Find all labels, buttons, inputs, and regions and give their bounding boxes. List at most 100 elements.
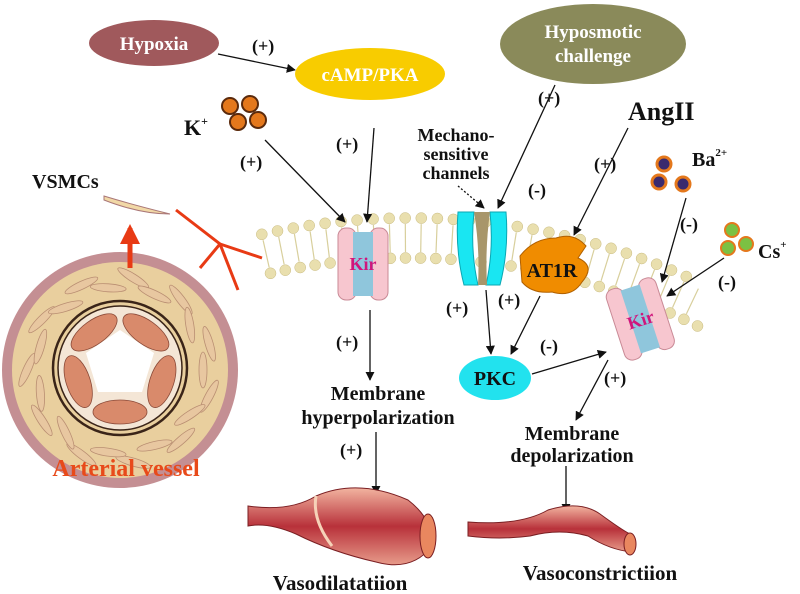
lipid-tail — [685, 288, 699, 315]
vsmc-cell-shape — [103, 195, 171, 215]
sign-pkc-kir: (-) — [540, 336, 558, 357]
kir-channel-right: Kir — [605, 277, 675, 361]
ba-ion — [655, 155, 673, 173]
at1r-receptor: AT1R — [519, 235, 589, 295]
sign-camp-kir: (+) — [336, 134, 358, 155]
lipid-head — [279, 264, 292, 276]
sign-mech-pkc: (+) — [446, 298, 468, 319]
sign-hypoxia-camp: (+) — [252, 36, 274, 57]
pkc-ellipse — [459, 356, 531, 400]
mechano-label-line1: Mechano- — [418, 125, 495, 145]
lipid-head — [605, 242, 617, 255]
ba-ion-cluster: Ba2+ — [650, 147, 727, 193]
smooth-muscle-cell — [166, 427, 196, 453]
cs-ion — [720, 240, 736, 256]
k-ion — [229, 113, 247, 131]
vsmcs-label: VSMCs — [32, 171, 99, 193]
vsmc-connector-branch-2 — [218, 243, 240, 291]
vessel-constricted-end — [623, 532, 637, 556]
smooth-muscle-cell — [174, 404, 206, 426]
endothelial-cell-layer — [63, 313, 177, 425]
lipid-head — [399, 252, 412, 264]
sign-cs-kir: (-) — [718, 272, 736, 293]
hyposmotic-ellipse — [500, 4, 686, 84]
hypoxia-ellipse — [89, 20, 219, 66]
arterial-vessel-label: Arterial vessel — [52, 456, 200, 482]
pathway-arrows — [217, 53, 725, 513]
vessel-constricted-shape — [467, 505, 633, 553]
lipid-head — [678, 313, 690, 326]
lipid-tail — [293, 233, 300, 262]
lipid-tail — [435, 224, 438, 253]
smooth-muscle-cell — [184, 306, 196, 344]
kir-channel-left: Kir — [337, 227, 389, 301]
arrow-hypoxia-camp — [217, 53, 296, 73]
lipid-tail — [325, 229, 330, 258]
depol-line2: depolarization — [510, 445, 633, 467]
lipid-tail — [420, 224, 422, 253]
k-ion — [221, 97, 239, 115]
lipid-head — [367, 213, 379, 225]
hyperpolarization-label: Membrane hyperpolarization — [301, 383, 454, 429]
ba-ion-label: Ba2+ — [692, 147, 727, 171]
smooth-muscle-cell — [89, 447, 127, 458]
cs-ion — [724, 222, 740, 238]
vsmc-illustration: VSMCs — [32, 171, 263, 291]
lipid-tail — [450, 225, 454, 254]
lipid-head — [635, 252, 648, 265]
lipid-head — [445, 253, 457, 266]
arrow-ba-kir — [659, 197, 687, 283]
mechano-label: Mechano- sensitive channels — [418, 125, 495, 183]
mechanosensitive-channel — [456, 211, 508, 286]
mech-subunit-right — [485, 211, 508, 286]
kir-left-pore — [353, 232, 373, 296]
smooth-muscle-cell — [137, 285, 172, 304]
lipid-head — [309, 259, 321, 271]
pkc-node: PKC — [459, 356, 531, 400]
camp-pka-node: cAMP/PKA — [295, 48, 445, 100]
sign-hyperpol-vaso: (+) — [340, 440, 362, 461]
camp-pka-ellipse — [295, 48, 445, 100]
cs-ion-label: Cs+ — [758, 239, 787, 263]
arrow-cs-kir — [666, 257, 725, 297]
k-ion-cluster: K+ — [184, 95, 267, 140]
hypoxia-label: Hypoxia — [120, 34, 189, 55]
arrow-mech-pkc — [485, 289, 495, 355]
lipid-head — [665, 264, 678, 276]
arrow-at1r-pkc — [510, 295, 541, 355]
hypoxia-node: Hypoxia — [89, 20, 219, 66]
elastic-lamina-outer — [51, 299, 189, 437]
pkc-label: PKC — [474, 368, 516, 390]
vessel-dilated-highlight — [313, 495, 334, 547]
angii-label: AngII — [628, 97, 694, 126]
k-ion — [241, 95, 259, 113]
mech-pore — [474, 212, 490, 285]
lipid-head — [691, 320, 704, 332]
lipid-head — [287, 222, 300, 234]
arrow-k-kir — [264, 139, 346, 223]
lipid-head — [414, 252, 427, 264]
hyposmotic-label-line1: Hyposmotic — [544, 22, 641, 43]
mech-subunit-left — [456, 211, 479, 286]
sign-kir-depol: (+) — [604, 368, 626, 389]
depolarization-label: Membrane depolarization — [510, 423, 633, 467]
smooth-muscle-cell — [198, 351, 208, 389]
lipid-tail — [388, 224, 391, 253]
hyposmotic-node: Hyposmotic challenge — [500, 4, 686, 84]
kir-right-pore — [620, 284, 661, 354]
lipid-tail — [629, 263, 641, 291]
lipid-head — [431, 212, 444, 225]
lipid-head — [527, 223, 539, 235]
vasodilatation-label: Vasodilatatiion — [273, 571, 408, 594]
arrow-mech-label — [457, 185, 485, 209]
lipid-tail — [278, 236, 285, 265]
sign-kir-hyperpol: (+) — [336, 332, 358, 353]
lipid-head — [399, 212, 411, 224]
lipid-head — [620, 247, 633, 259]
mechano-label-line3: channels — [422, 163, 489, 183]
arrow-angii-at1r — [573, 127, 629, 236]
arrow-camp-kir — [363, 127, 375, 223]
lipid-head — [505, 260, 517, 272]
vasoconstriction-label: Vasoconstrictiion — [523, 561, 678, 585]
lipid-head — [511, 220, 524, 233]
